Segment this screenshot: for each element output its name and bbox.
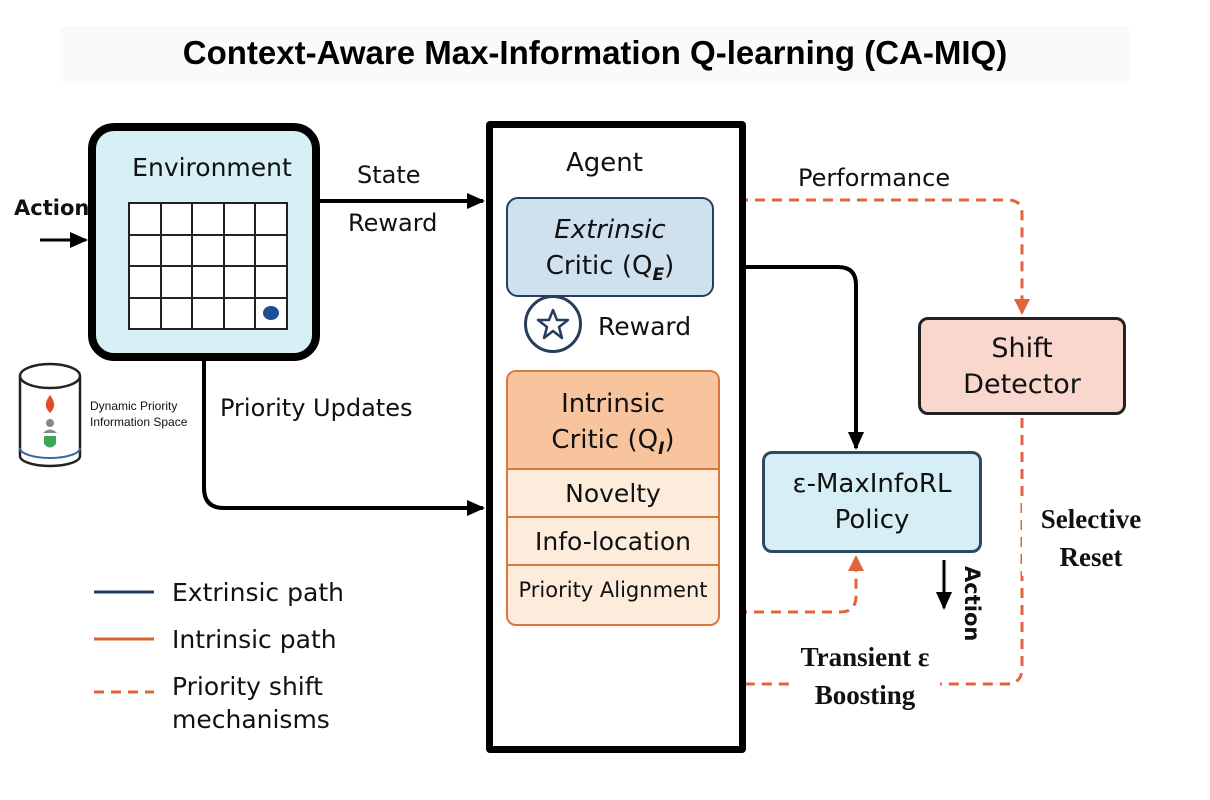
- diagram-title: Context-Aware Max-Information Q-learning…: [60, 26, 1130, 84]
- shift-detector-box: Shift Detector: [918, 317, 1126, 415]
- intrinsic-critic-header: Intrinsic Critic (QI): [508, 372, 718, 470]
- legend-extrinsic-label: Extrinsic path: [172, 578, 344, 607]
- shift-detector-line2: Detector: [963, 369, 1081, 400]
- policy-line2: Policy: [834, 505, 910, 535]
- info-location-row: Info-location: [508, 518, 718, 566]
- priority-updates-arrow: [202, 350, 485, 516]
- extrinsic-critic-line1: Extrinsic: [554, 215, 666, 245]
- shift-detector-line1: Shift: [991, 333, 1053, 364]
- extrinsic-critic-line2: Critic (QE): [545, 251, 675, 286]
- action-in-label: Action: [14, 196, 90, 220]
- transient-boosting-label: Transient ε Boosting: [790, 638, 940, 714]
- performance-label: Performance: [798, 164, 951, 192]
- agent-position-dot: [263, 306, 280, 321]
- agent-label: Agent: [566, 148, 643, 178]
- performance-dashed-arrow: [738, 198, 1030, 315]
- intrinsic-to-policy-dashed-arrow: [720, 555, 864, 614]
- action-out-label: Action: [960, 566, 984, 642]
- policy-line1: ε-MaxInfoRL: [792, 469, 952, 499]
- reward-env-label: Reward: [348, 209, 438, 237]
- reward-star-icon: [524, 295, 582, 353]
- intrinsic-critic-box: Intrinsic Critic (QI) Novelty Info-locat…: [506, 370, 720, 626]
- state-label: State: [357, 161, 421, 189]
- extrinsic-critic-box: Extrinsic Critic (QE): [506, 197, 714, 297]
- legend-intrinsic-label: Intrinsic path: [172, 625, 337, 654]
- priority-updates-label: Priority Updates: [220, 394, 413, 422]
- environment-label: Environment: [132, 153, 292, 182]
- priority-alignment-row: Priority Alignment: [518, 578, 708, 602]
- selective-reset-label: Selective Reset: [1022, 500, 1160, 576]
- reward-agent-label: Reward: [598, 312, 692, 341]
- extrinsic-to-policy-arrow: [738, 265, 864, 450]
- policy-box: ε-MaxInfoRL Policy: [762, 451, 982, 553]
- grid-world: [128, 202, 288, 330]
- environment-box: Environment: [88, 123, 320, 361]
- novelty-row: Novelty: [508, 470, 718, 518]
- priority-space-label: Dynamic Priority Information Space: [90, 399, 188, 429]
- legend-dashed-label: Priority shift mechanisms: [172, 672, 330, 734]
- database-icon: [18, 362, 82, 468]
